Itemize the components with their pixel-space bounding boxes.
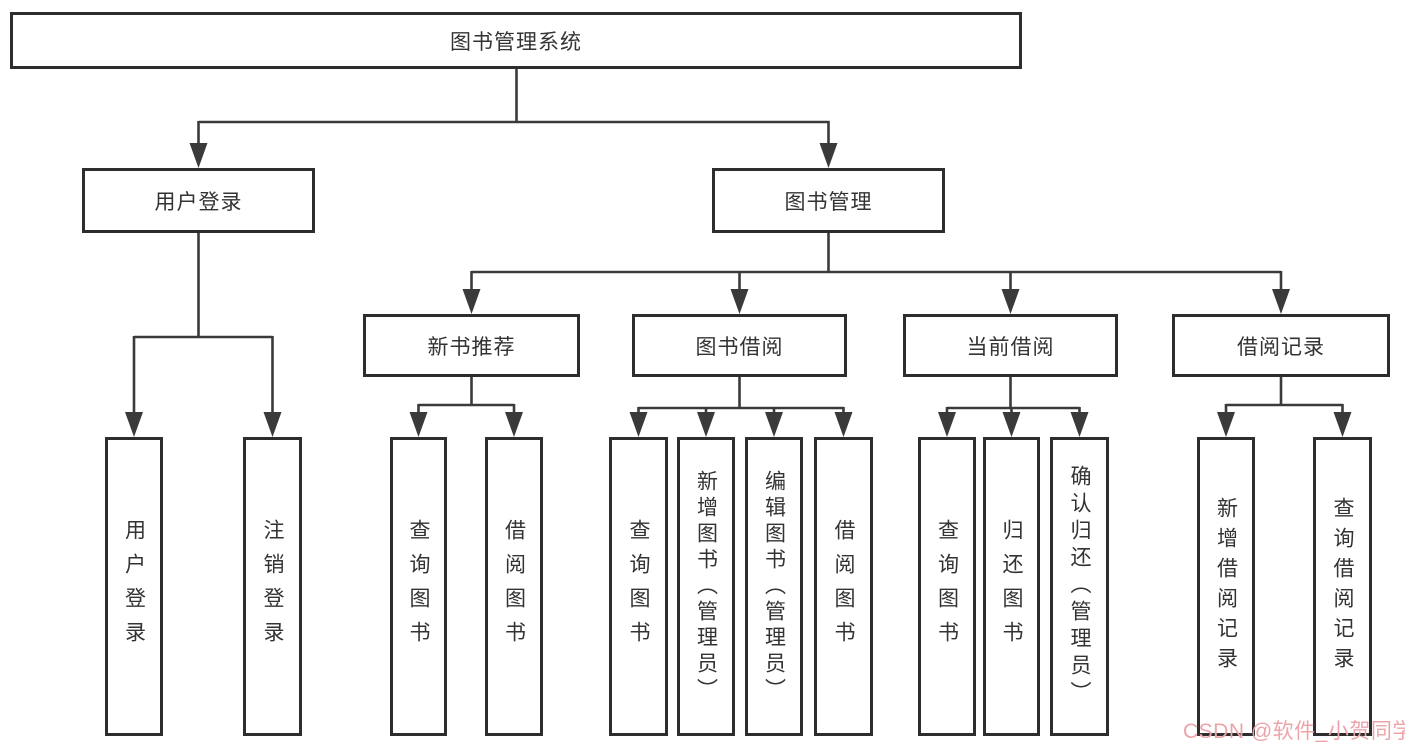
node-book-borrowing: 图书借阅 xyxy=(632,314,847,377)
leaf-query-books-borrowing: 查询图书 xyxy=(609,437,668,736)
leaf-edit-books-admin: 编辑图书（管理员） xyxy=(745,437,803,736)
leaf-add-books-admin: 新增图书（管理员） xyxy=(677,437,735,736)
leaf-add-borrowing-record: 新增借阅记录 xyxy=(1197,437,1255,736)
node-new-book-recommendation: 新书推荐 xyxy=(363,314,580,377)
leaf-query-books-current: 查询图书 xyxy=(918,437,976,736)
leaf-logout: 注销登录 xyxy=(243,437,302,736)
leaf-borrow-books-borrowing: 借阅图书 xyxy=(814,437,873,736)
node-current-borrowing: 当前借阅 xyxy=(903,314,1118,377)
node-user-login: 用户登录 xyxy=(82,168,315,233)
node-library-management-system: 图书管理系统 xyxy=(10,12,1022,69)
leaf-confirm-return-admin: 确认归还（管理员） xyxy=(1050,437,1109,736)
leaf-user-login: 用户登录 xyxy=(105,437,163,736)
node-book-management: 图书管理 xyxy=(712,168,945,233)
csdn-watermark: CSDN @软件_小贺同学 xyxy=(1183,720,1405,743)
leaf-borrow-books-recommend: 借阅图书 xyxy=(485,437,543,736)
leaf-query-borrowing-record: 查询借阅记录 xyxy=(1313,437,1372,736)
node-borrowing-records: 借阅记录 xyxy=(1172,314,1390,377)
leaf-return-books: 归还图书 xyxy=(983,437,1040,736)
leaf-query-books-recommend: 查询图书 xyxy=(390,437,447,736)
